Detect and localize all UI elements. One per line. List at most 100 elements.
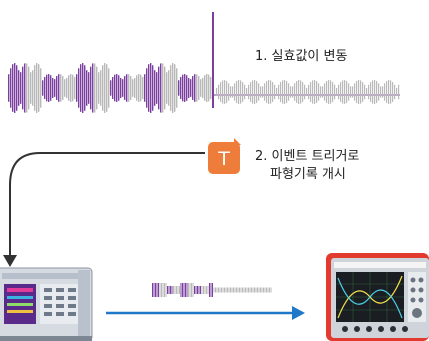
waveform-stroke <box>344 80 346 104</box>
waveform-stroke <box>191 283 192 297</box>
waveform-stroke <box>216 287 218 293</box>
waveform-stroke <box>292 86 294 98</box>
waveform-stroke <box>106 64 108 112</box>
waveform-stroke <box>310 82 312 102</box>
waveform-stroke <box>10 68 12 108</box>
waveform-stroke <box>392 82 394 102</box>
data-transfer-arrowhead <box>292 306 305 320</box>
recorded-waveform-thumbnail <box>152 283 272 297</box>
waveform-stroke <box>209 283 210 297</box>
waveform-stroke <box>252 287 254 293</box>
waveform-stroke <box>352 86 354 98</box>
waveform-stroke <box>322 86 324 98</box>
waveform-stroke <box>268 80 270 104</box>
waveform-stroke <box>34 65 36 111</box>
waveform-stroke <box>270 80 272 104</box>
waveform-stroke <box>248 287 249 293</box>
waveform-stroke <box>126 74 128 102</box>
waveform-stroke <box>286 81 288 103</box>
waveform-stroke <box>254 80 256 104</box>
waveform-stroke <box>228 287 230 293</box>
waveform-stroke <box>358 80 360 104</box>
waveform-stroke <box>212 283 213 297</box>
waveform-stroke <box>92 63 94 113</box>
waveform-stroke <box>68 75 70 101</box>
waveform-stroke <box>354 83 356 101</box>
waveform-stroke <box>316 81 318 103</box>
waveform-stroke <box>368 84 370 100</box>
waveform-stroke <box>156 283 158 297</box>
waveform-stroke <box>180 283 182 297</box>
waveform-stroke <box>260 86 262 98</box>
waveform-stroke <box>22 66 24 110</box>
waveform-stroke <box>243 287 245 293</box>
waveform-stroke <box>132 79 134 97</box>
waveform-stroke <box>142 76 144 100</box>
waveform-stroke <box>390 80 392 104</box>
waveform-stroke <box>174 286 176 294</box>
waveform-stroke <box>100 70 102 106</box>
waveform-stroke <box>239 287 240 293</box>
waveform-stroke <box>226 81 228 103</box>
waveform-stroke <box>257 287 258 293</box>
waveform-stroke <box>64 79 66 97</box>
waveform-stroke <box>237 287 239 293</box>
waveform-stroke <box>264 287 266 293</box>
waveform-stroke <box>52 78 54 98</box>
waveform-stroke <box>232 86 234 98</box>
waveform-stroke <box>222 80 224 104</box>
waveform-stroke <box>190 79 192 97</box>
waveform-stroke <box>256 81 258 103</box>
waveform-stroke <box>158 283 159 297</box>
waveform-stroke <box>177 286 179 294</box>
step2-annotation-line2: 파형기록 개시 <box>270 167 346 182</box>
waveform-stroke <box>130 76 132 100</box>
waveform-stroke <box>238 80 240 104</box>
waveform-stroke <box>174 64 176 112</box>
waveform-stroke <box>298 80 300 104</box>
waveform-stroke <box>84 65 86 111</box>
waveform-stroke <box>178 80 180 96</box>
waveform-stroke <box>312 80 314 104</box>
waveform-stroke <box>82 63 84 113</box>
waveform-stroke <box>376 81 378 103</box>
waveform-stroke <box>46 74 48 102</box>
waveform-stroke <box>18 70 20 106</box>
waveform-stroke <box>249 287 251 293</box>
waveform-stroke <box>78 68 80 108</box>
waveform-stroke <box>172 63 174 113</box>
waveform-stroke <box>220 82 222 102</box>
waveform-stroke <box>184 74 186 102</box>
waveform-stroke <box>102 65 104 111</box>
waveform-stroke <box>66 78 68 98</box>
waveform-stroke <box>20 72 22 104</box>
waveform-stroke <box>230 86 232 98</box>
waveform-stroke <box>12 64 14 112</box>
memory-recorder-device <box>326 253 429 341</box>
waveform-stroke <box>134 78 136 98</box>
waveform-stroke <box>186 283 188 297</box>
waveform-stroke <box>183 283 185 297</box>
waveform-stroke <box>155 283 156 297</box>
waveform-stroke <box>245 287 246 293</box>
waveform-stroke <box>266 81 268 103</box>
power-analyzer-device <box>0 267 93 341</box>
waveform-stroke <box>302 82 304 102</box>
trigger-badge-tail <box>234 138 241 145</box>
waveform-stroke <box>206 286 207 294</box>
waveform-stroke <box>210 76 212 100</box>
waveform-stroke <box>171 286 173 294</box>
waveform-stroke <box>94 63 96 113</box>
waveform-stroke <box>118 75 120 101</box>
waveform-stroke <box>290 86 292 98</box>
waveform-stroke <box>201 286 203 294</box>
waveform-stroke <box>182 74 184 102</box>
waveform-stroke <box>44 76 46 100</box>
waveform-stroke <box>250 82 252 102</box>
waveform-stroke <box>370 82 372 102</box>
waveform-stroke <box>280 82 282 102</box>
waveform-stroke <box>251 287 252 293</box>
waveform-stroke <box>74 76 76 100</box>
waveform-stroke <box>263 287 264 293</box>
waveform-stroke <box>219 287 221 293</box>
